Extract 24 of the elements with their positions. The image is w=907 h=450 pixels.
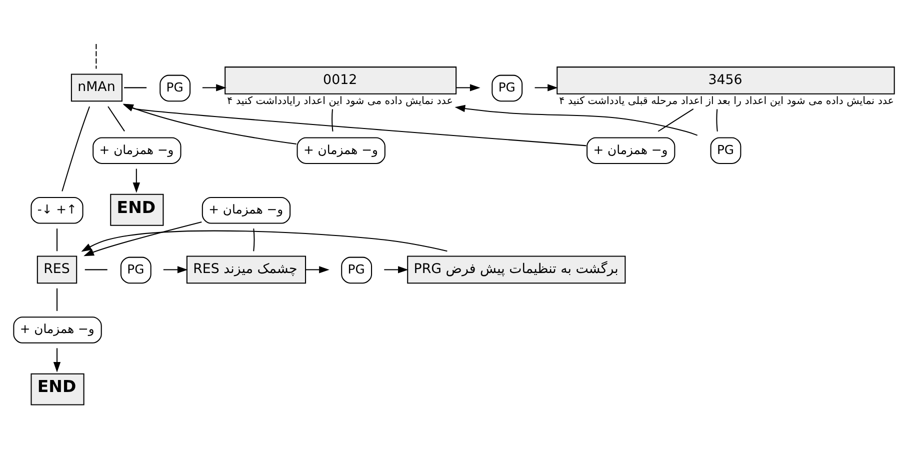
connector xyxy=(716,108,718,132)
connector xyxy=(84,268,108,270)
arrow xyxy=(163,266,188,273)
arrow xyxy=(202,84,226,91)
arrow xyxy=(305,266,330,273)
connector xyxy=(108,106,125,131)
connector xyxy=(332,108,334,132)
connector xyxy=(658,108,694,132)
connector xyxy=(124,86,147,88)
arrow xyxy=(53,348,61,372)
connector xyxy=(56,288,58,310)
connector xyxy=(56,228,58,251)
connector xyxy=(96,44,97,68)
node-label: ۴ عدد نمایش داده می شود این اعداد رایادداشت کنید xyxy=(227,94,453,107)
connector xyxy=(253,228,255,251)
node-label: ۴ عدد نمایش داده می شود این اعداد را بعد از اعداد مرحله قبلی یادداشت کنید xyxy=(559,94,894,107)
arrow xyxy=(81,230,448,252)
arrow xyxy=(534,84,558,91)
arrow xyxy=(456,84,480,91)
connector xyxy=(62,106,90,191)
arrow xyxy=(132,168,140,192)
arrow xyxy=(454,104,698,136)
arrow xyxy=(84,220,202,256)
arrow xyxy=(384,266,408,273)
